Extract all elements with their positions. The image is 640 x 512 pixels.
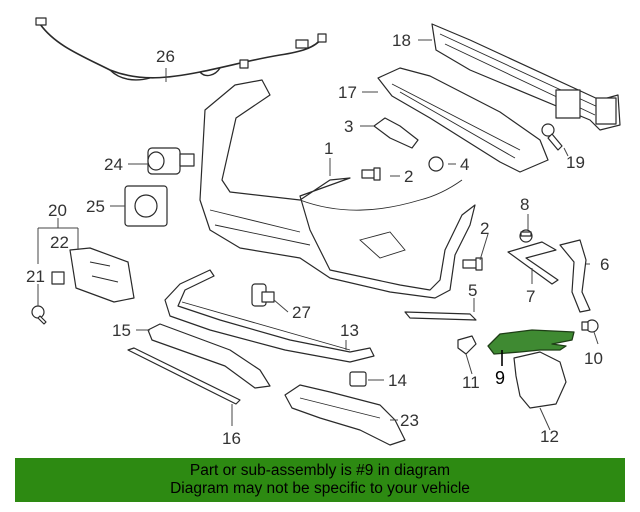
callout-14: 14 bbox=[388, 371, 407, 390]
callout-numbers: 26 18 17 3 1 2 4 19 24 25 20 22 21 2 8 6… bbox=[26, 31, 609, 448]
callout-9: 9 bbox=[495, 368, 505, 388]
callout-4: 4 bbox=[460, 155, 469, 174]
banner-line-1: Part or sub-assembly is #9 in diagram bbox=[189, 462, 451, 479]
bracket-12-part bbox=[513, 351, 567, 409]
callout-13: 13 bbox=[340, 321, 359, 340]
callout-11: 11 bbox=[462, 373, 480, 392]
callout-1: 1 bbox=[324, 139, 333, 158]
callout-16: 16 bbox=[222, 429, 241, 448]
clip-14-part bbox=[349, 371, 367, 387]
callout-7: 7 bbox=[526, 287, 535, 306]
nut-4-part bbox=[428, 156, 444, 172]
callout-26: 26 bbox=[156, 47, 175, 66]
callout-2-lower: 2 bbox=[480, 219, 489, 238]
bolt-19-part bbox=[541, 123, 563, 151]
wiring-harness-part bbox=[35, 17, 327, 81]
bracket-3-part bbox=[373, 117, 419, 149]
lower-cover-13-part bbox=[164, 269, 375, 363]
clip-10-part bbox=[581, 319, 599, 333]
callout-10: 10 bbox=[584, 349, 603, 368]
screw-2-lower-part bbox=[462, 257, 483, 271]
callout-17: 17 bbox=[338, 83, 357, 102]
callout-3: 3 bbox=[344, 117, 353, 136]
clip-11-part bbox=[457, 335, 477, 355]
side-bracket-6-part bbox=[559, 239, 591, 313]
info-banner: Part or sub-assembly is #9 in diagram Di… bbox=[15, 458, 625, 502]
grille-15-part bbox=[147, 323, 271, 389]
callout-6: 6 bbox=[600, 255, 609, 274]
sensor-24-part bbox=[147, 147, 195, 175]
callout-25: 25 bbox=[86, 197, 105, 216]
callout-8: 8 bbox=[520, 195, 529, 214]
bolt-21-part bbox=[31, 305, 47, 325]
callout-22: 22 bbox=[50, 233, 69, 252]
callout-5: 5 bbox=[468, 281, 477, 300]
sensor-bracket-25-part bbox=[124, 185, 168, 227]
callout-18: 18 bbox=[392, 31, 411, 50]
callout-2-upper: 2 bbox=[404, 167, 413, 186]
banner-line-2: Diagram may not be specific to your vehi… bbox=[170, 480, 470, 497]
clip-8-part bbox=[519, 229, 533, 243]
leader-lines bbox=[37, 39, 599, 431]
callout-20: 20 bbox=[48, 201, 67, 220]
energy-absorber-part bbox=[377, 67, 549, 173]
callout-15: 15 bbox=[112, 321, 131, 340]
callout-19: 19 bbox=[566, 153, 585, 172]
strip-16-part bbox=[127, 347, 241, 405]
callout-27: 27 bbox=[292, 303, 311, 322]
screw-2-upper-part bbox=[361, 167, 381, 181]
bumper-reinforcement-part bbox=[431, 23, 621, 131]
side-bracket-7-part bbox=[507, 241, 559, 285]
callout-21: 21 bbox=[26, 267, 45, 286]
highlighted-part-9 bbox=[487, 329, 575, 355]
callout-12: 12 bbox=[540, 427, 559, 446]
callout-24: 24 bbox=[104, 155, 123, 174]
molding-5-part bbox=[404, 311, 477, 321]
bumper-cover-part bbox=[199, 79, 476, 299]
bracket-22-part bbox=[51, 247, 135, 303]
sensor-27-part bbox=[251, 283, 275, 307]
parts-diagram: 26 18 17 3 1 2 4 19 24 25 20 22 21 2 8 6… bbox=[26, 17, 621, 448]
callout-23: 23 bbox=[400, 411, 419, 430]
undercover-23-part bbox=[284, 384, 406, 446]
